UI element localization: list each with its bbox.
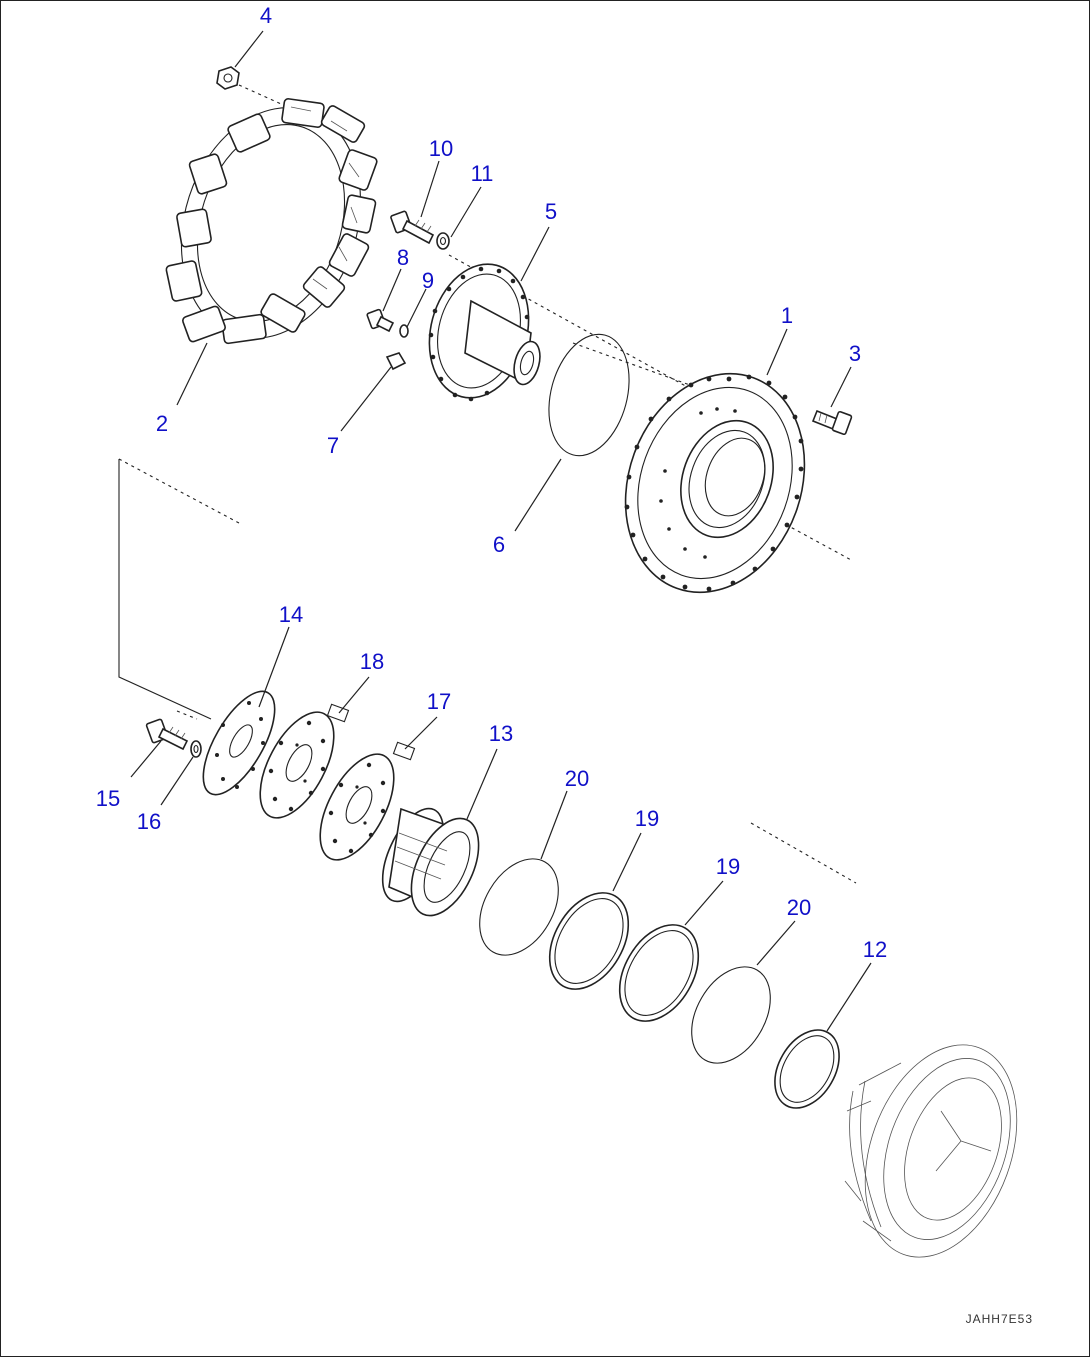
callout-7: 7: [327, 433, 339, 458]
part-19-seal-ring-upper: [548, 892, 630, 990]
drawing-code: JAHH7E53: [965, 1312, 1033, 1326]
part-18-shim: [259, 703, 350, 819]
callout-12: 12: [863, 937, 887, 962]
callout-10: 10: [429, 136, 453, 161]
part-19-seal-ring-lower: [618, 924, 700, 1022]
part-11-washer: [436, 232, 450, 250]
part-17-shim: [319, 741, 416, 861]
part-9-o-ring: [399, 324, 409, 338]
final-drive-housing: [844, 1044, 1018, 1258]
callout-4: 4: [260, 3, 272, 28]
part-8-plug: [366, 308, 395, 333]
part-7-plug: [385, 352, 407, 371]
callout-3: 3: [849, 341, 861, 366]
callout-1: 1: [781, 303, 793, 328]
part-12-ring: [774, 1029, 840, 1109]
callout-11: 11: [471, 161, 494, 186]
part-10-bolt: [390, 210, 435, 245]
part-13-bearing: [381, 807, 480, 917]
part-6-o-ring: [548, 333, 630, 457]
part-5-hub: [428, 263, 541, 402]
callout-20-lower: 20: [787, 895, 811, 920]
callouts: 1 2 3 4 5 6 7 8 9 10 11 12 13 14 15 16 1…: [96, 3, 887, 962]
leader-lines: [130, 30, 872, 1032]
callout-19-upper: 19: [635, 806, 659, 831]
callout-9: 9: [422, 268, 434, 293]
callout-16: 16: [137, 809, 161, 834]
callout-17: 17: [427, 689, 451, 714]
callout-8: 8: [397, 245, 409, 270]
part-3-bolt: [811, 409, 853, 436]
callout-20-upper: 20: [565, 766, 589, 791]
part-15-bolt: [145, 718, 189, 751]
callout-19-lower: 19: [716, 854, 740, 879]
callout-6: 6: [493, 532, 505, 557]
part-16-washer: [190, 740, 202, 758]
part-1-drum: [624, 372, 806, 594]
callout-14: 14: [279, 602, 303, 627]
part-2-sprocket-segments: [165, 98, 378, 345]
part-4-nut: [216, 66, 240, 90]
callout-18: 18: [360, 649, 384, 674]
callout-5: 5: [545, 199, 557, 224]
part-20-o-ring-lower: [691, 966, 771, 1064]
part-20-o-ring-upper: [479, 858, 559, 956]
part-14-plate: [202, 690, 276, 796]
callout-13: 13: [489, 721, 513, 746]
callout-15: 15: [96, 786, 120, 811]
callout-2: 2: [156, 411, 168, 436]
